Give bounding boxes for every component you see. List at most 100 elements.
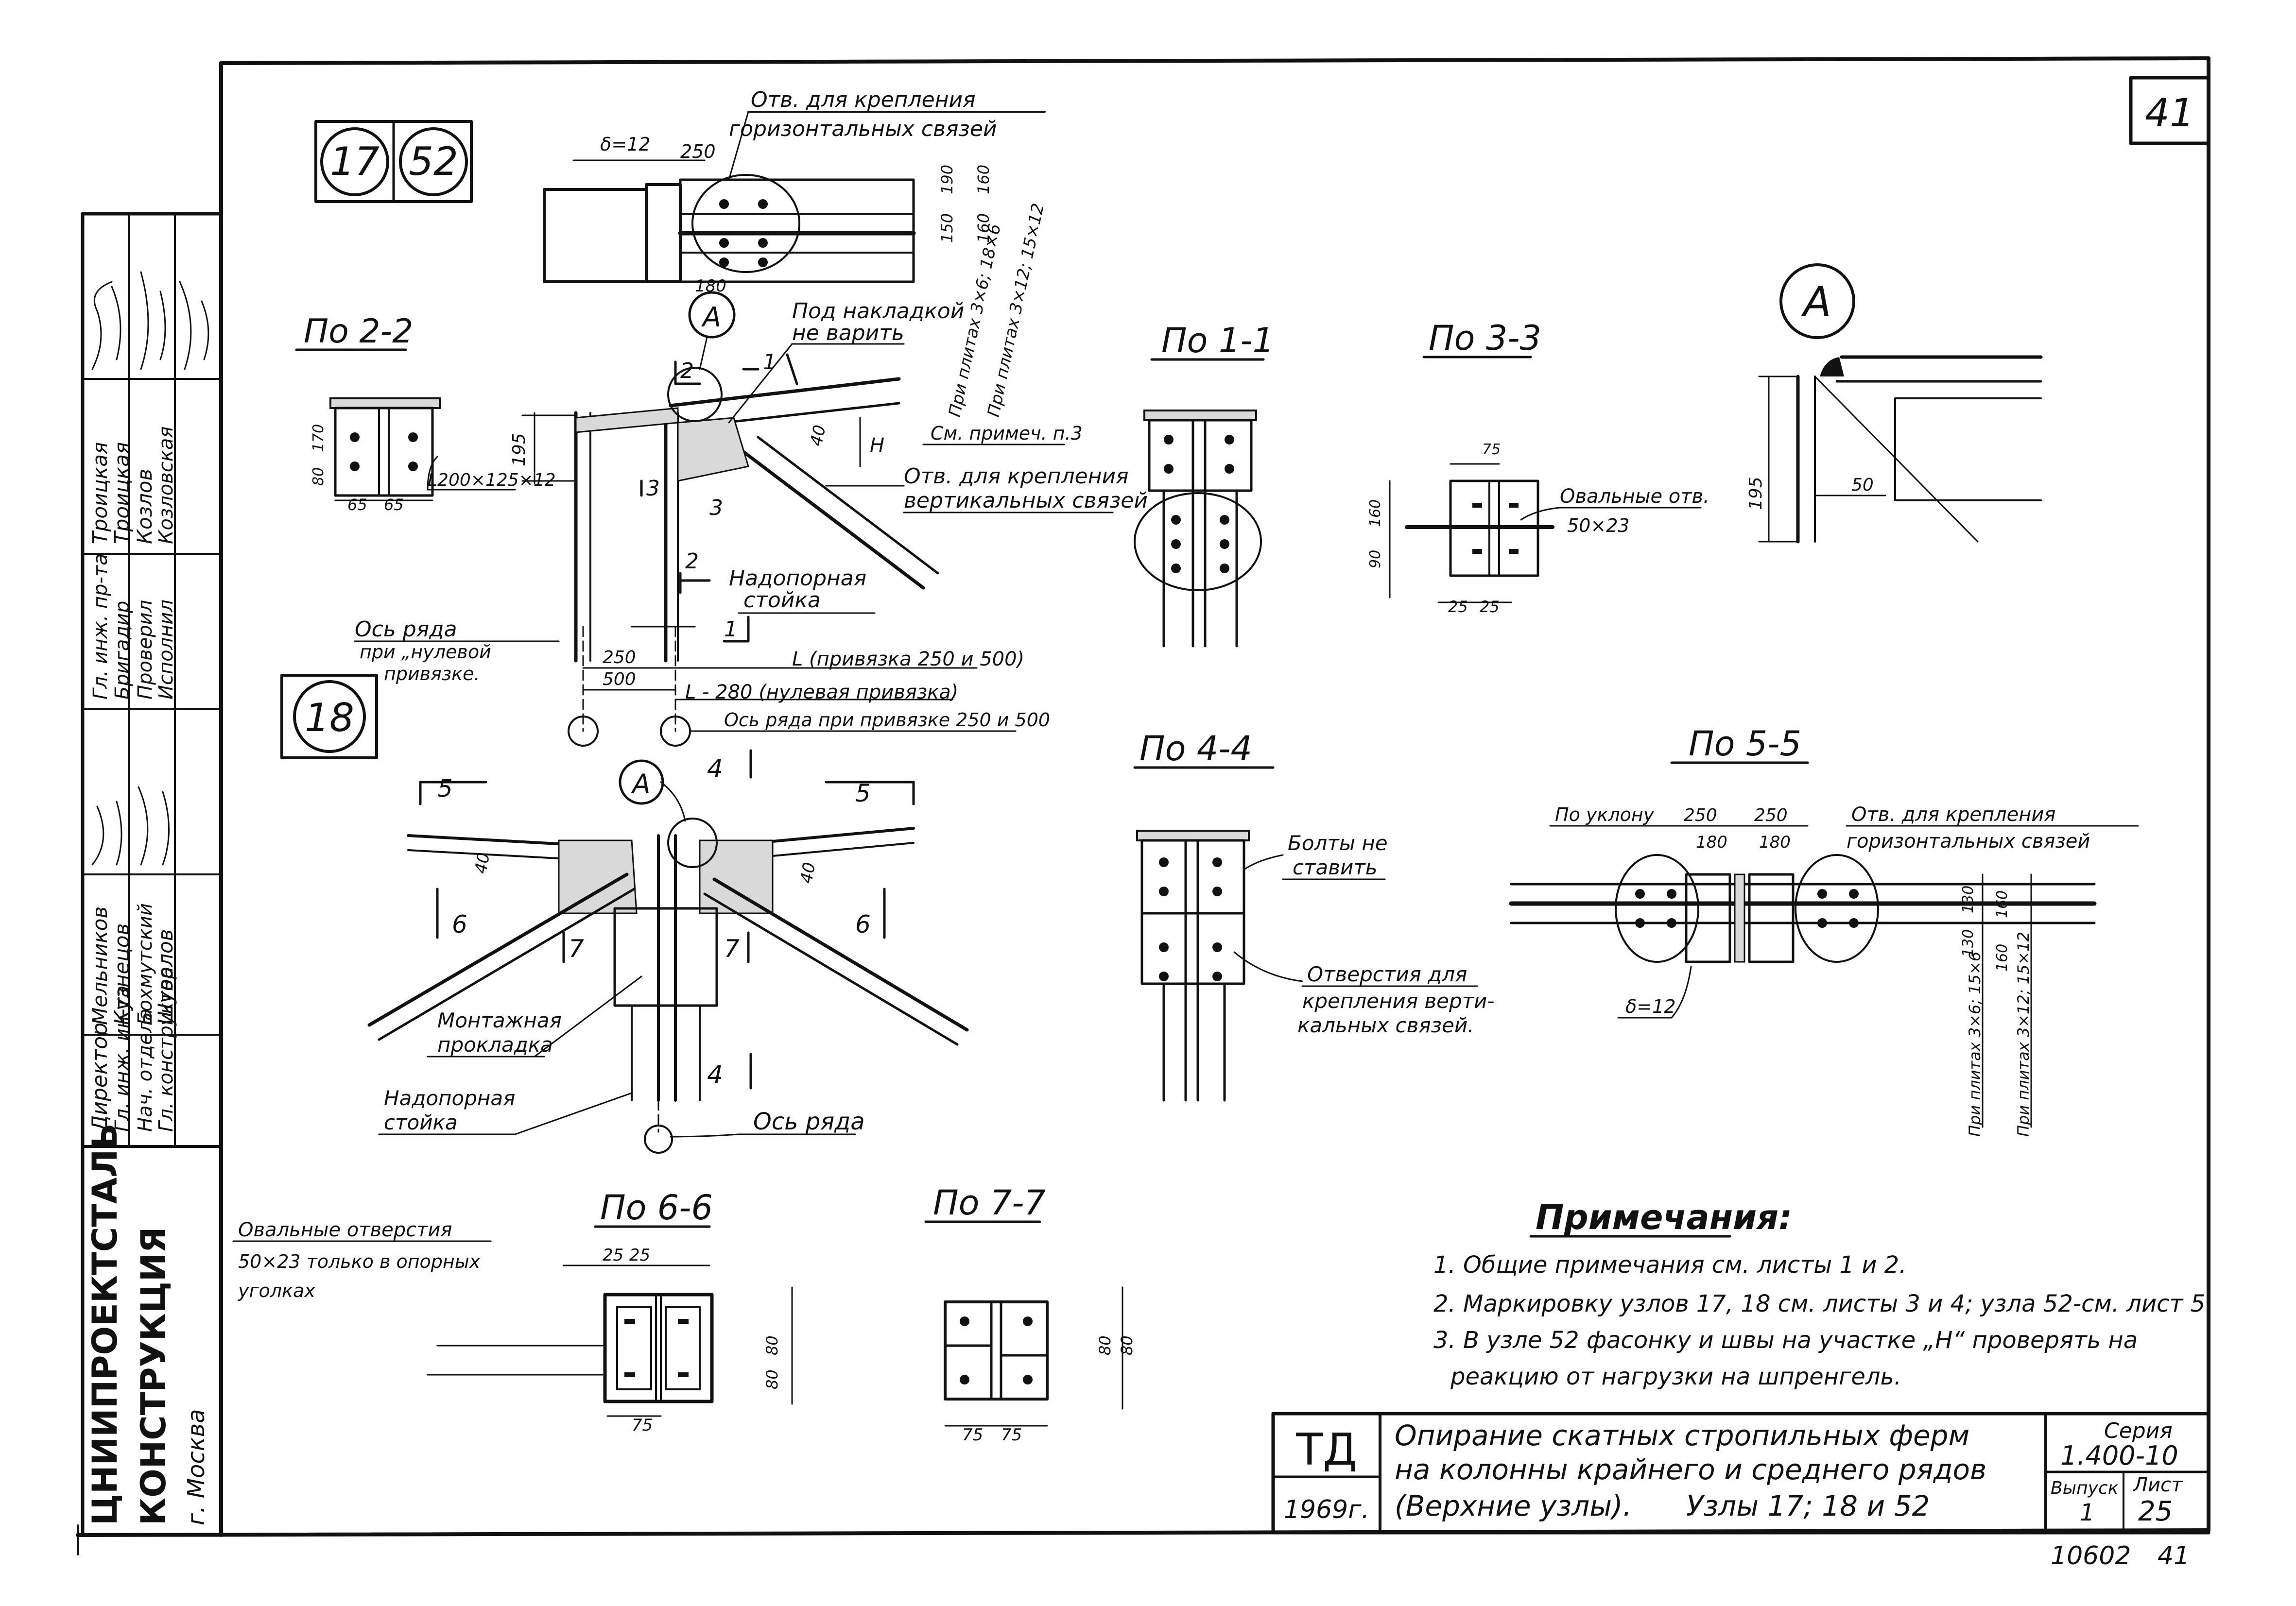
cut-6-left: 6 xyxy=(452,910,467,939)
cut-5-right: 5 xyxy=(855,779,871,807)
note-3a: 3. В узле 52 фасонку и швы на участке „H… xyxy=(1433,1327,2138,1354)
corner-sheet-number: 41 xyxy=(2145,90,2194,136)
title-block: ТД 1969г. Опирание скатных стропильных ф… xyxy=(1271,1412,2210,1535)
cut-6-right: 6 xyxy=(855,910,871,939)
po55-plates-2: При плитах 3×12; 15×12 xyxy=(2014,932,2033,1137)
cut-4-top: 4 xyxy=(707,754,723,784)
support-post-2: стойка xyxy=(743,588,821,613)
dim-H: H xyxy=(870,434,884,457)
po55-slope: По уклону xyxy=(1555,804,1655,825)
po33-dim-75: 75 xyxy=(1482,441,1501,458)
holes-horizontal-line2: горизонтальных связей xyxy=(729,117,997,141)
gasket-2: прокладка xyxy=(437,1033,553,1057)
title-td: ТД xyxy=(1295,1424,1357,1475)
series-value: 1.400-10 xyxy=(2060,1440,2178,1471)
po66-dim-75: 75 xyxy=(632,1416,653,1435)
dim-250-bottom: 250 xyxy=(603,648,636,667)
dim-160a: 160 xyxy=(974,165,993,194)
dim-250-top: 250 xyxy=(680,141,716,162)
view-po-4-4: По 4-4 Болты не ставить Отверстия для кр… xyxy=(1133,729,1495,1102)
axis-zero-2: при „нулевой xyxy=(360,641,491,663)
po55-dim-130a: 130 xyxy=(1960,886,1977,913)
dim-40-top: 40 xyxy=(807,423,830,448)
view-title-po33: По 3-3 xyxy=(1429,318,1541,358)
bottom-post-1: Надопорная xyxy=(384,1086,515,1110)
po77-dim-80b: 80 xyxy=(1118,1335,1136,1355)
po55-b12: δ=12 xyxy=(1625,996,1675,1017)
view-po-5-5: По 5-5 По уклону 250 250 Отв. для крепле… xyxy=(1509,724,2139,1137)
L280-note: L - 280 (нулевая привязка) xyxy=(685,681,958,703)
po33-dim-160: 160 xyxy=(1367,499,1384,527)
top-node-drawing: δ=12 250 180 Отв. для крепления горизонт… xyxy=(354,87,1148,784)
stamp-archive-number: 10602 xyxy=(2051,1541,2131,1571)
cut-7-right: 7 xyxy=(724,935,740,963)
sheet-label: Лист xyxy=(2132,1474,2183,1496)
b12-label: δ=12 xyxy=(600,134,650,155)
po66-dim-80b: 80 xyxy=(763,1369,781,1389)
view-po-6-6: По 6-6 25 25 80 80 75 Овальные отверстия… xyxy=(232,1188,793,1435)
po55-dim-160b: 160 xyxy=(1994,944,2011,972)
holes-vertical-2: вертикальных связей xyxy=(904,488,1148,513)
title-line-2: на колонны крайнего и среднего рядов xyxy=(1395,1453,1986,1486)
role2-3: Проверил xyxy=(134,600,156,700)
detail-A: А 195 50 xyxy=(1746,263,2043,544)
axis-zero-1: Ось ряда xyxy=(355,617,457,642)
po33-dim-90: 90 xyxy=(1367,550,1384,568)
axis-250-500: Ось ряда при привязке 250 и 500 xyxy=(724,709,1050,731)
issue-label: Выпуск xyxy=(2051,1478,2119,1498)
L-note: L (привязка 250 и 500) xyxy=(792,648,1024,670)
name2-1: Троицкая xyxy=(88,442,112,544)
holes-horizontal-line1: Отв. для крепления xyxy=(751,87,976,112)
cut-5-left: 5 xyxy=(437,774,453,803)
issue-value: 1 xyxy=(2080,1499,2095,1526)
view-title-po11: По 1-1 xyxy=(1161,321,1274,360)
support-post-1: Надопорная xyxy=(729,566,866,591)
node-markers: 17 52 18 xyxy=(280,120,473,759)
po55-dim-180a: 180 xyxy=(1696,833,1727,852)
po55-holes-2: горизонтальных связей xyxy=(1847,830,2090,853)
series-label: Серия xyxy=(2104,1418,2173,1443)
axis-zero-3: привязке. xyxy=(384,663,480,684)
corner-sheet-number-box: 41 xyxy=(2129,76,2210,145)
cut-7-left: 7 xyxy=(569,935,584,963)
stamp-page-number: 41 xyxy=(2158,1541,2190,1571)
po33-oval-size: 50×23 xyxy=(1567,515,1630,536)
under-overlay-1: Под накладкой xyxy=(792,299,964,324)
holes-vertical-1: Отв. для крепления xyxy=(904,464,1129,489)
title-year: 1969г. xyxy=(1284,1495,1369,1524)
po66-dim-80a: 80 xyxy=(763,1335,781,1355)
note-2: 2. Маркировку узлов 17, 18 см. листы 3 и… xyxy=(1433,1290,2213,1317)
name-4: Шувалов xyxy=(154,929,177,1025)
title-line-3: (Верхние узлы). xyxy=(1395,1489,1632,1522)
view-po-2-2: По 2-2 80 170 65 65 L200×125×12 xyxy=(295,312,556,514)
node-17: 17 xyxy=(330,139,380,184)
dim-150: 150 xyxy=(938,213,956,243)
side-stamp: Директор Гл. инж. ин-та Нач. отдела Гл. … xyxy=(81,212,223,1537)
po66-oval-3: уголках xyxy=(238,1280,315,1301)
po44-holes-1: Отверстия для xyxy=(1307,962,1467,986)
role2-1: Гл. инж. пр-та xyxy=(89,553,112,700)
notes-title: Примечания: xyxy=(1536,1197,1792,1237)
view-po-3-3: По 3-3 75 90 160 25 25 Овальные отв. 50×… xyxy=(1367,318,1709,616)
name2-3: Козлов xyxy=(133,469,156,544)
bottom-dim-40b: 40 xyxy=(796,861,819,885)
dim-500: 500 xyxy=(603,669,636,689)
po77-dim-75b: 75 xyxy=(1001,1425,1022,1445)
name-3: Бохмутский xyxy=(134,903,156,1025)
dim-195-top: 195 xyxy=(509,433,529,466)
po22-dim-170: 170 xyxy=(310,424,327,452)
po66-dim-25a: 25 xyxy=(603,1246,623,1265)
title-line-3b: Узлы 17; 18 и 52 xyxy=(1686,1489,1930,1522)
node-18: 18 xyxy=(305,695,354,740)
detail-A-letter: А xyxy=(1801,278,1831,325)
cut-3-right: 3 xyxy=(709,495,723,520)
po33-oval-label: Овальные отв. xyxy=(1560,485,1709,508)
po33-dim-25a: 25 xyxy=(1448,598,1468,616)
po44-holes-3: кальных связей. xyxy=(1297,1013,1474,1037)
detailA-dim-50: 50 xyxy=(1851,475,1874,495)
cut-2-bottom: 2 xyxy=(685,549,699,574)
callout-A-bottom: А xyxy=(631,769,651,799)
name2-4: Козловская xyxy=(155,427,177,544)
node-52: 52 xyxy=(409,139,458,184)
bottom-dim-40a: 40 xyxy=(471,851,494,875)
